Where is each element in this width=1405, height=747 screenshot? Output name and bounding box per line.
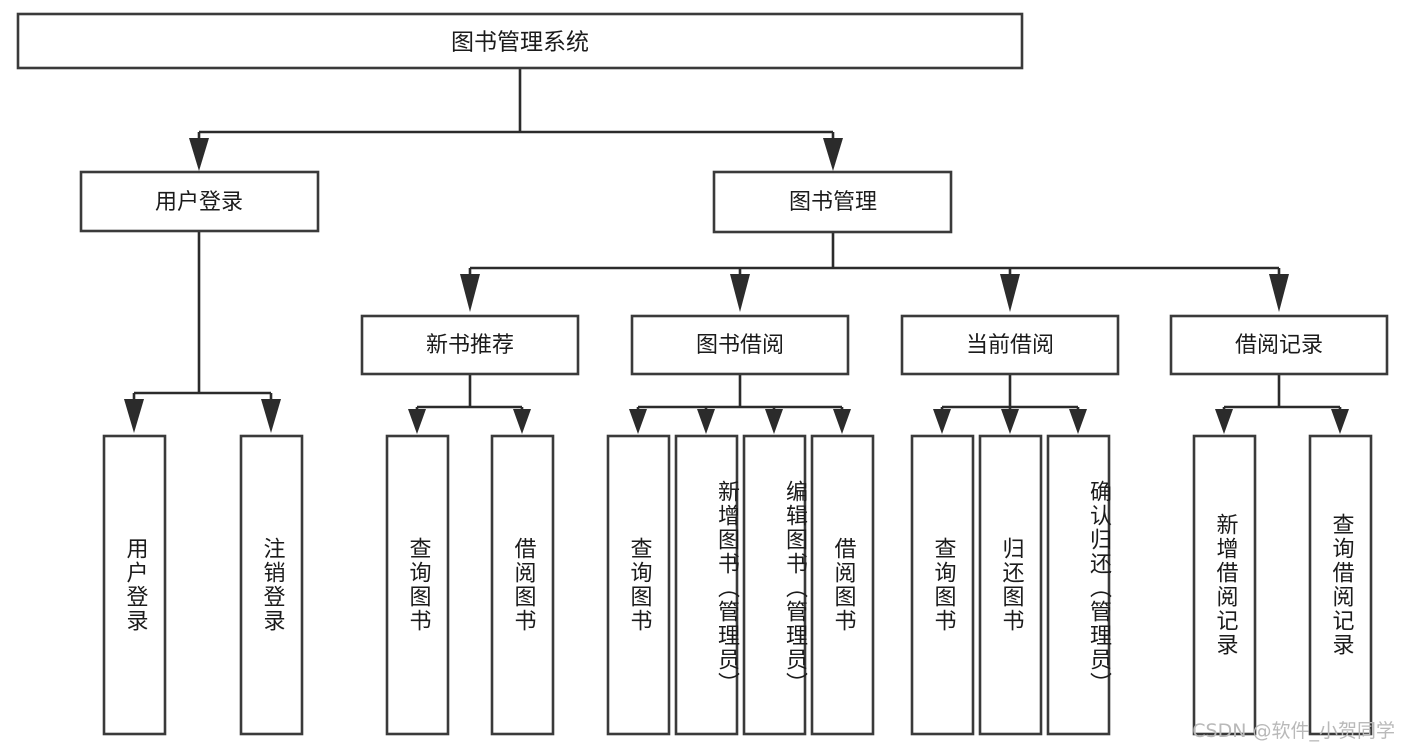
node-new-book-recommend-label: 新书推荐	[426, 333, 514, 358]
leaf-box-current-query-book[interactable]	[910, 434, 975, 736]
node-current-borrow-label: 当前借阅	[966, 333, 1054, 358]
node-book-borrow-box[interactable]	[630, 314, 850, 376]
leaf-box-borrow-query-book[interactable]	[606, 434, 671, 736]
node-book-manage-label: 图书管理	[789, 190, 877, 215]
arrow-to-rec-query-book	[408, 409, 426, 434]
arrow-to-logout-leaf	[261, 399, 281, 433]
arrow-to-borrow-edit-book	[765, 409, 783, 434]
node-root-label: 图书管理系统	[451, 30, 589, 56]
leaf-box-record-query[interactable]	[1308, 434, 1373, 736]
leaf-box-rec-borrow-book[interactable]	[490, 434, 555, 736]
node-book-borrow-label: 图书借阅	[696, 333, 784, 358]
node-user-login-label: 用户登录	[155, 190, 243, 215]
node-book-borrow[interactable]: 图书借阅	[630, 314, 850, 376]
arrow-to-current-borrow	[1000, 274, 1020, 312]
node-new-book-recommend[interactable]: 新书推荐	[360, 314, 580, 376]
arrow-to-borrow-record	[1269, 274, 1289, 312]
node-new-book-recommend-box[interactable]	[360, 314, 580, 376]
connector-new-book-rec-bus	[415, 374, 524, 413]
leaf-box-borrow-edit-book[interactable]	[742, 434, 807, 736]
arrow-to-new-book-rec	[460, 274, 480, 312]
connector-book-manage-bus	[468, 232, 1281, 278]
connector-user-login-bus	[132, 231, 273, 403]
leaf-box-current-return-book[interactable]	[978, 434, 1043, 736]
arrow-to-user-login	[189, 138, 209, 171]
arrow-to-book-manage	[823, 138, 843, 171]
connector-root-bus	[197, 68, 835, 142]
leaf-box-user-login[interactable]	[102, 434, 167, 736]
arrow-to-book-borrow	[730, 274, 750, 312]
arrow-to-record-query	[1331, 409, 1349, 434]
connector-current-borrow-bus	[940, 374, 1080, 413]
node-user-login[interactable]: 用户登录	[79, 170, 320, 233]
node-borrow-record-label: 借阅记录	[1235, 333, 1323, 358]
connector-borrow-record-bus	[1222, 374, 1342, 413]
node-root[interactable]: 图书管理系统	[16, 12, 1024, 70]
arrow-to-record-add	[1215, 409, 1233, 434]
node-book-manage[interactable]: 图书管理	[712, 170, 953, 234]
leaf-box-borrow-add-book[interactable]	[674, 434, 739, 736]
arrow-to-borrow-borrow-book	[833, 409, 851, 434]
connector-book-borrow-bus	[636, 374, 844, 413]
leaf-box-current-confirm-return[interactable]	[1046, 434, 1111, 736]
arrow-to-borrow-query-book	[629, 409, 647, 434]
node-root-box[interactable]	[16, 12, 1024, 70]
leaf-box-borrow-borrow-book[interactable]	[810, 434, 875, 736]
connectors-layer	[124, 68, 1349, 434]
leaf-box-logout[interactable]	[239, 434, 304, 736]
leaf-box-record-add[interactable]	[1192, 434, 1257, 736]
watermark-text: CSDN @软件_小贺同学	[1192, 720, 1395, 742]
node-borrow-record-box[interactable]	[1169, 314, 1389, 376]
node-current-borrow[interactable]: 当前借阅	[900, 314, 1120, 376]
arrow-to-current-confirm-return	[1069, 409, 1087, 434]
node-book-manage-box[interactable]	[712, 170, 953, 234]
arrow-to-current-query-book	[933, 409, 951, 434]
arrow-to-current-return-book	[1001, 409, 1019, 434]
node-borrow-record[interactable]: 借阅记录	[1169, 314, 1389, 376]
arrow-to-user-login-leaf	[124, 399, 144, 433]
arrow-to-rec-borrow-book	[513, 409, 531, 434]
arrow-to-borrow-add-book	[697, 409, 715, 434]
node-current-borrow-box[interactable]	[900, 314, 1120, 376]
node-user-login-box[interactable]	[79, 170, 320, 233]
leaf-box-rec-query-book[interactable]	[385, 434, 450, 736]
